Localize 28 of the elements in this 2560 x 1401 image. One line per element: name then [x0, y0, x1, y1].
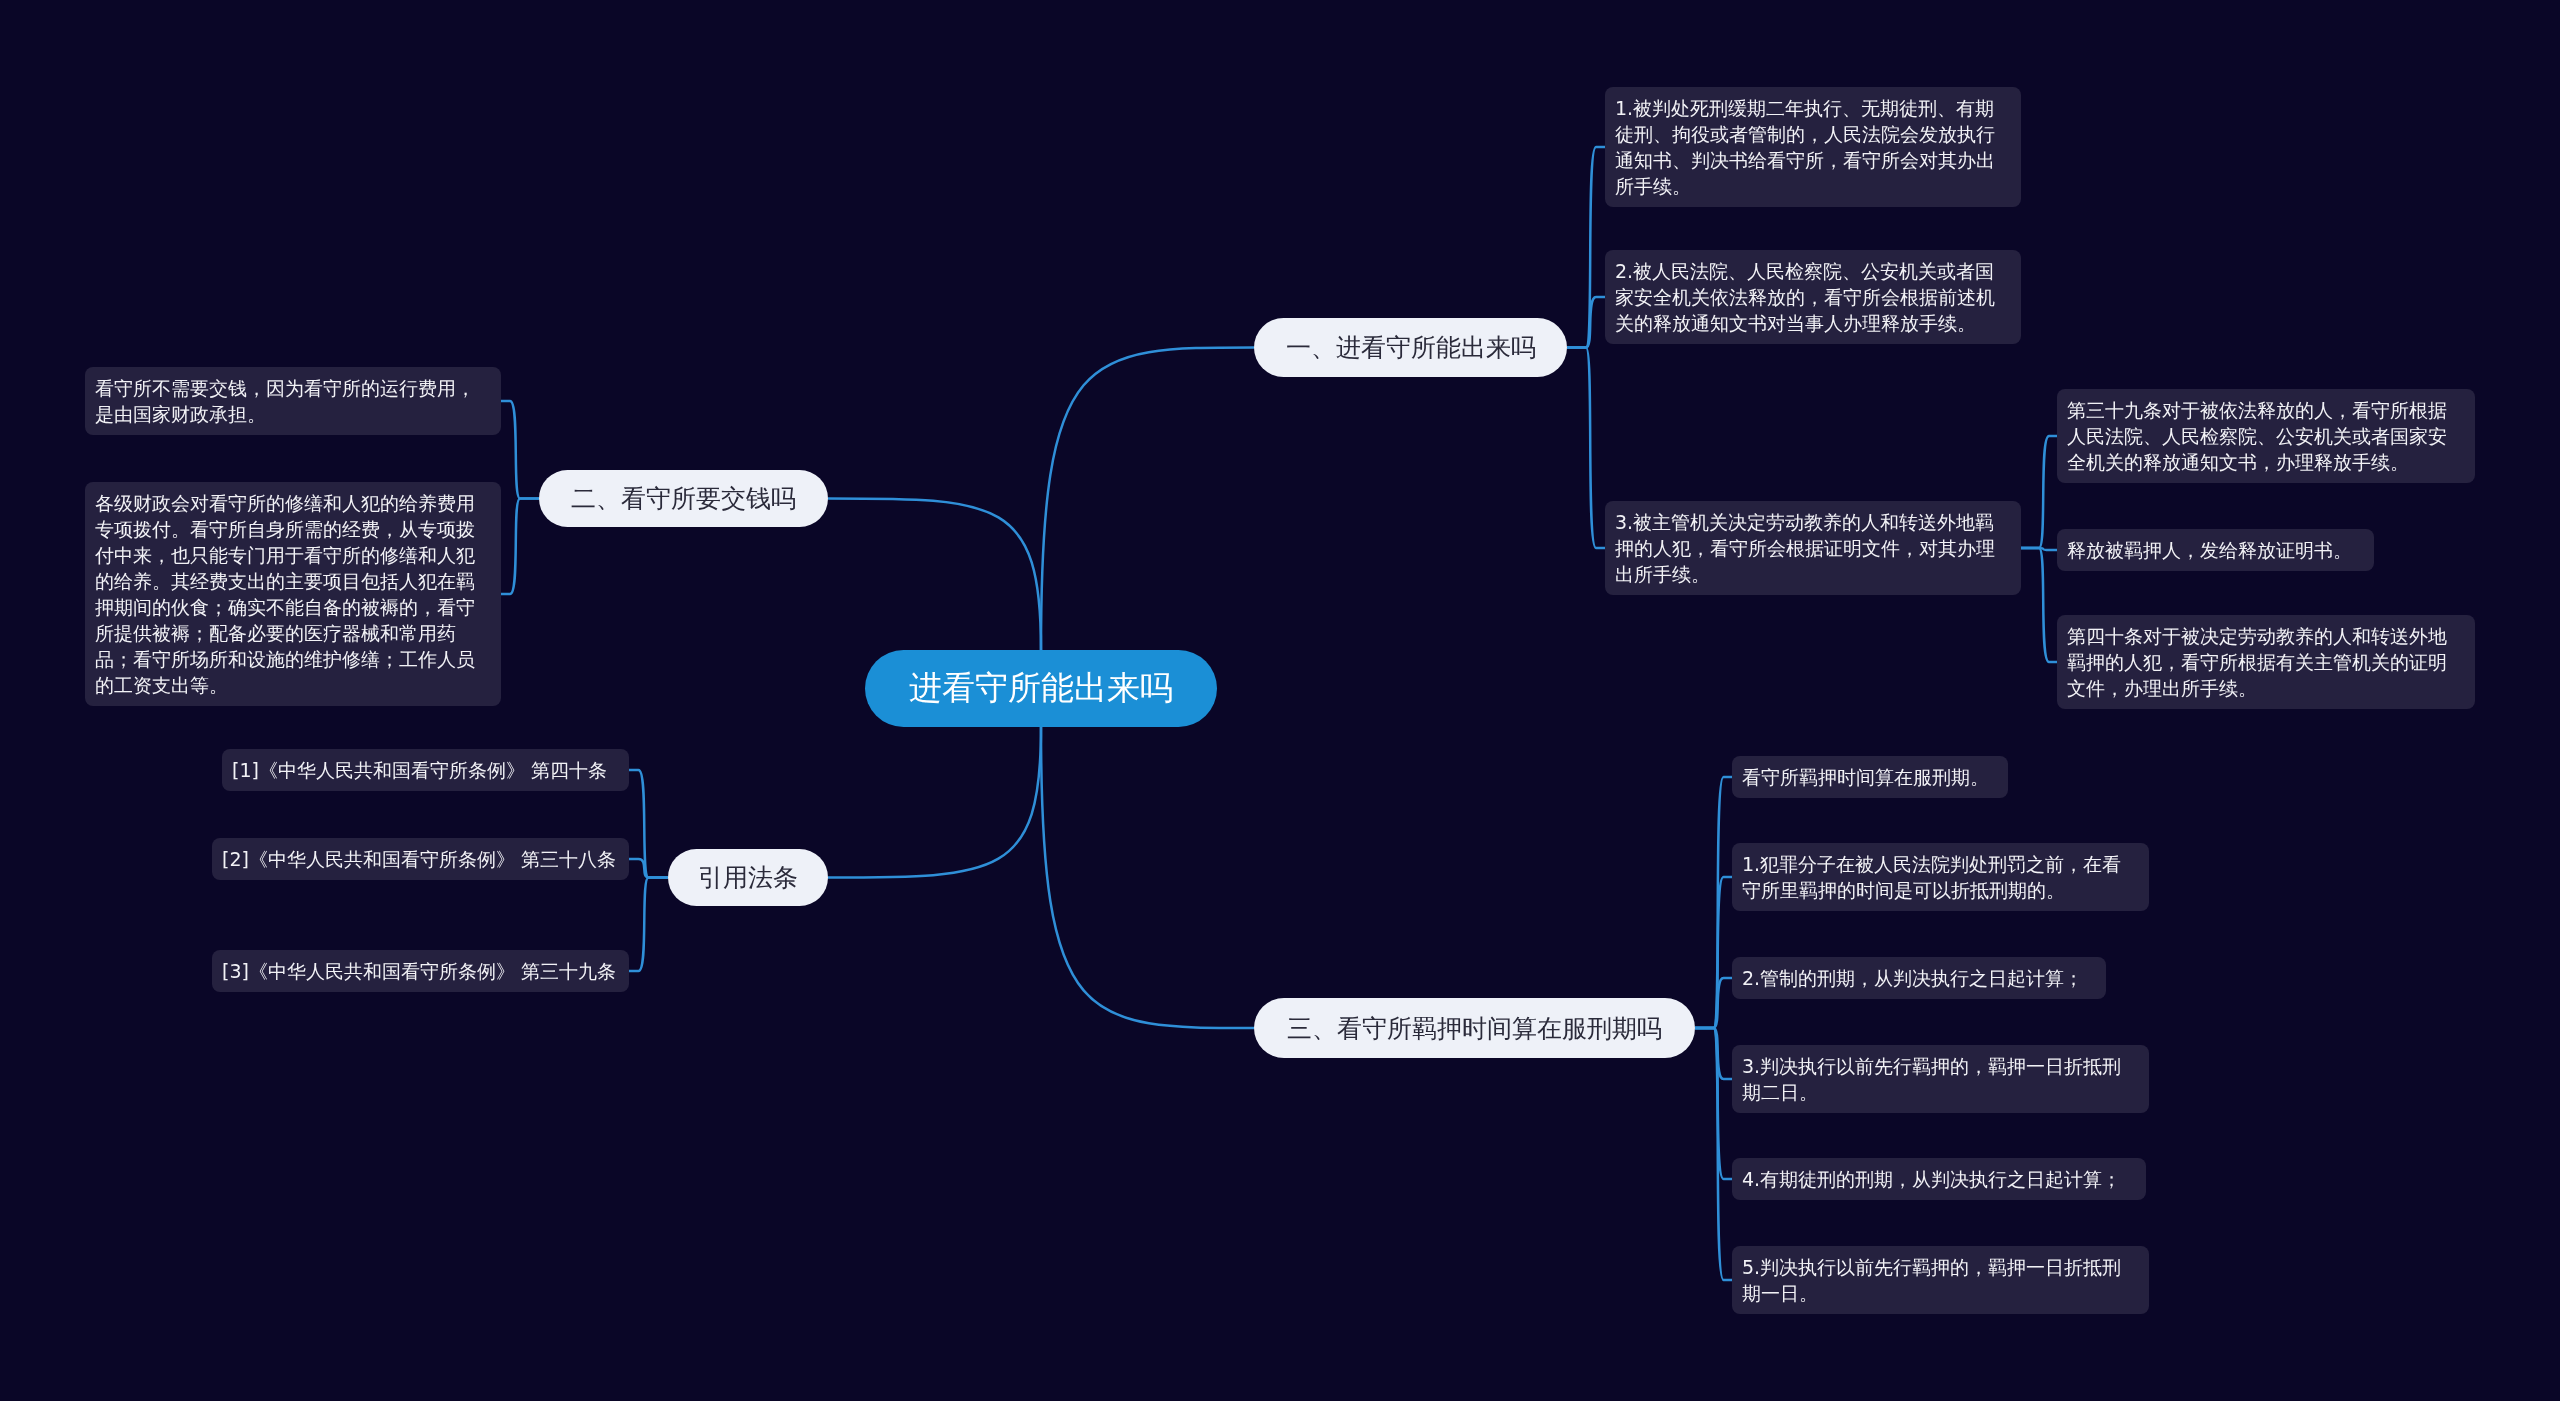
note-box: 2.被人民法院、人民检察院、公安机关或者国家安全机关依法释放的，看守所会根据前述机关的释放通知文书对当事人办理释放手续。 — [1605, 250, 2021, 344]
connector-line — [501, 497, 539, 596]
note-box: 看守所不需要交钱，因为看守所的运行费用，是由国家财政承担。 — [85, 367, 501, 435]
connector-line — [1695, 1026, 1732, 1282]
connector-line — [828, 726, 1043, 879]
topic-box: 二、看守所要交钱吗 — [539, 470, 828, 527]
note-box: 5.判决执行以前先行羁押的，羁押一日折抵刑期一日。 — [1732, 1246, 2149, 1314]
topic-box: 引用法条 — [668, 849, 828, 906]
note-box: 1.犯罪分子在被人民法院判处刑罚之前，在看守所里羁押的时间是可以折抵刑期的。 — [1732, 843, 2149, 911]
note-box: [2]《中华人民共和国看守所条例》 第三十八条 — [212, 838, 629, 880]
note-box: 各级财政会对看守所的修缮和人犯的给养费用专项拨付。看守所自身所需的经费，从专项拨付中来，也只能专门用于看守所的修缮和人犯的给养。其经费支出的主要项目包括人犯在羁押期间的伙食；确实不能自备的被褥的，看守所提供被褥；配备必要的医疗器械和常用药品；看守所场所和设施的维护修缮；工作人员的工资支出等。 — [85, 482, 501, 706]
note-box: 2.管制的刑期，从判决执行之日起计算； — [1732, 957, 2106, 999]
connector-line — [828, 497, 1043, 651]
note-box: 1.被判处死刑缓期二年执行、无期徒刑、有期徒刑、拘役或者管制的，人民法院会发放执行通知书、判决书给看守所，看守所会对其办出所手续。 — [1605, 87, 2021, 207]
topic-box: 三、看守所羁押时间算在服刑期吗 — [1254, 998, 1695, 1058]
note-box: 4.有期徒刑的刑期，从判决执行之日起计算； — [1732, 1158, 2146, 1200]
note-box: 释放被羁押人，发给释放证明书。 — [2057, 529, 2374, 571]
note-box: 3.被主管机关决定劳动教养的人和转送外地羁押的人犯，看守所会根据证明文件，对其办理出所手续。 — [1605, 501, 2021, 595]
note-box: 第四十条对于被决定劳动教养的人和转送外地羁押的人犯，看守所根据有关主管机关的证明文件，办理出所手续。 — [2057, 615, 2475, 709]
note-box: 第三十九条对于被依法释放的人，看守所根据人民法院、人民检察院、公安机关或者国家安全机关的释放通知文书，办理释放手续。 — [2057, 389, 2475, 483]
note-box: 看守所羁押时间算在服刑期。 — [1732, 756, 2008, 798]
central-topic-box: 进看守所能出来吗 — [865, 650, 1217, 727]
connector-line — [2021, 546, 2057, 664]
note-box: 3.判决执行以前先行羁押的，羁押一日折抵刑期二日。 — [1732, 1045, 2149, 1113]
note-box: [3]《中华人民共和国看守所条例》 第三十九条 — [212, 950, 629, 992]
note-box: [1]《中华人民共和国看守所条例》 第四十条 — [222, 749, 629, 791]
topic-box: 一、进看守所能出来吗 — [1254, 318, 1567, 377]
connector-line — [1567, 346, 1605, 550]
